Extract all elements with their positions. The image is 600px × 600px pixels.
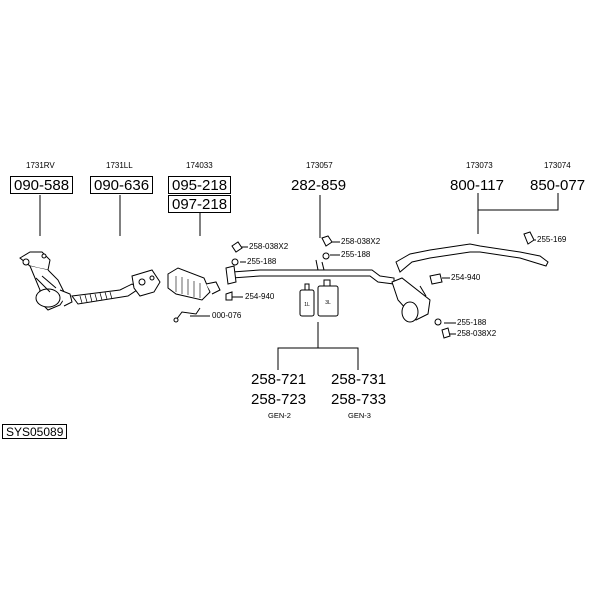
ref-code-2: 1731LL	[106, 161, 133, 170]
part-number-097-218[interactable]: 097-218	[168, 195, 232, 213]
part-number-258-731[interactable]: 258-731	[331, 371, 387, 388]
part-number-282-859[interactable]: 282-859	[291, 177, 347, 194]
ref-code-3: 174033	[186, 161, 213, 170]
fitting-label-258-038x2-a[interactable]: 258-038X2	[249, 242, 289, 251]
part-number-800-117[interactable]: 800-117	[450, 177, 504, 194]
ref-code-1: 1731RV	[26, 161, 55, 170]
sensor-pipe-part	[173, 307, 201, 323]
leader-lines	[39, 193, 559, 370]
fitting-label-255-188-c[interactable]: 255-188	[457, 318, 487, 327]
part-number-258-721[interactable]: 258-721	[251, 371, 307, 388]
fitting-label-254-940-b[interactable]: 254-940	[451, 273, 481, 282]
part-number-850-077[interactable]: 850-077	[530, 177, 586, 194]
fitting-label-000-076[interactable]: 000-076	[212, 311, 242, 320]
can-label-2: 3L	[325, 300, 331, 306]
fitting-label-258-038x2-b[interactable]: 258-038X2	[341, 237, 381, 246]
part-number-258-733[interactable]: 258-733	[331, 391, 387, 408]
fitting-label-255-188-a[interactable]: 255-188	[247, 257, 277, 266]
part-number-258-723[interactable]: 258-723	[251, 391, 307, 408]
diagram-id: SYS05089	[2, 424, 68, 439]
part-number-090-636[interactable]: 090-636	[90, 176, 154, 194]
manifold-part	[19, 251, 73, 311]
can-label-1: 1L	[304, 302, 310, 308]
flex-pipe-part	[71, 269, 161, 305]
part-number-090-588[interactable]: 090-588	[10, 176, 74, 194]
ref-code-6: 173074	[544, 161, 571, 170]
fitting-label-255-169[interactable]: 255-169	[537, 235, 567, 244]
fitting-label-258-038x2-c[interactable]: 258-038X2	[457, 329, 497, 338]
paste-cans	[299, 279, 339, 317]
ref-code-4: 173057	[306, 161, 333, 170]
gen-label-2: GEN-2	[268, 411, 291, 420]
fitting-label-254-940-a[interactable]: 254-940	[245, 292, 275, 301]
fitting-label-255-188-b[interactable]: 255-188	[341, 250, 371, 259]
fittings	[225, 231, 535, 339]
catalytic-converter-part	[167, 267, 221, 301]
rear-silencer-part	[391, 243, 549, 323]
gen-label-3: GEN-3	[348, 411, 371, 420]
ref-code-5: 173073	[466, 161, 493, 170]
part-number-095-218[interactable]: 095-218	[168, 176, 232, 194]
